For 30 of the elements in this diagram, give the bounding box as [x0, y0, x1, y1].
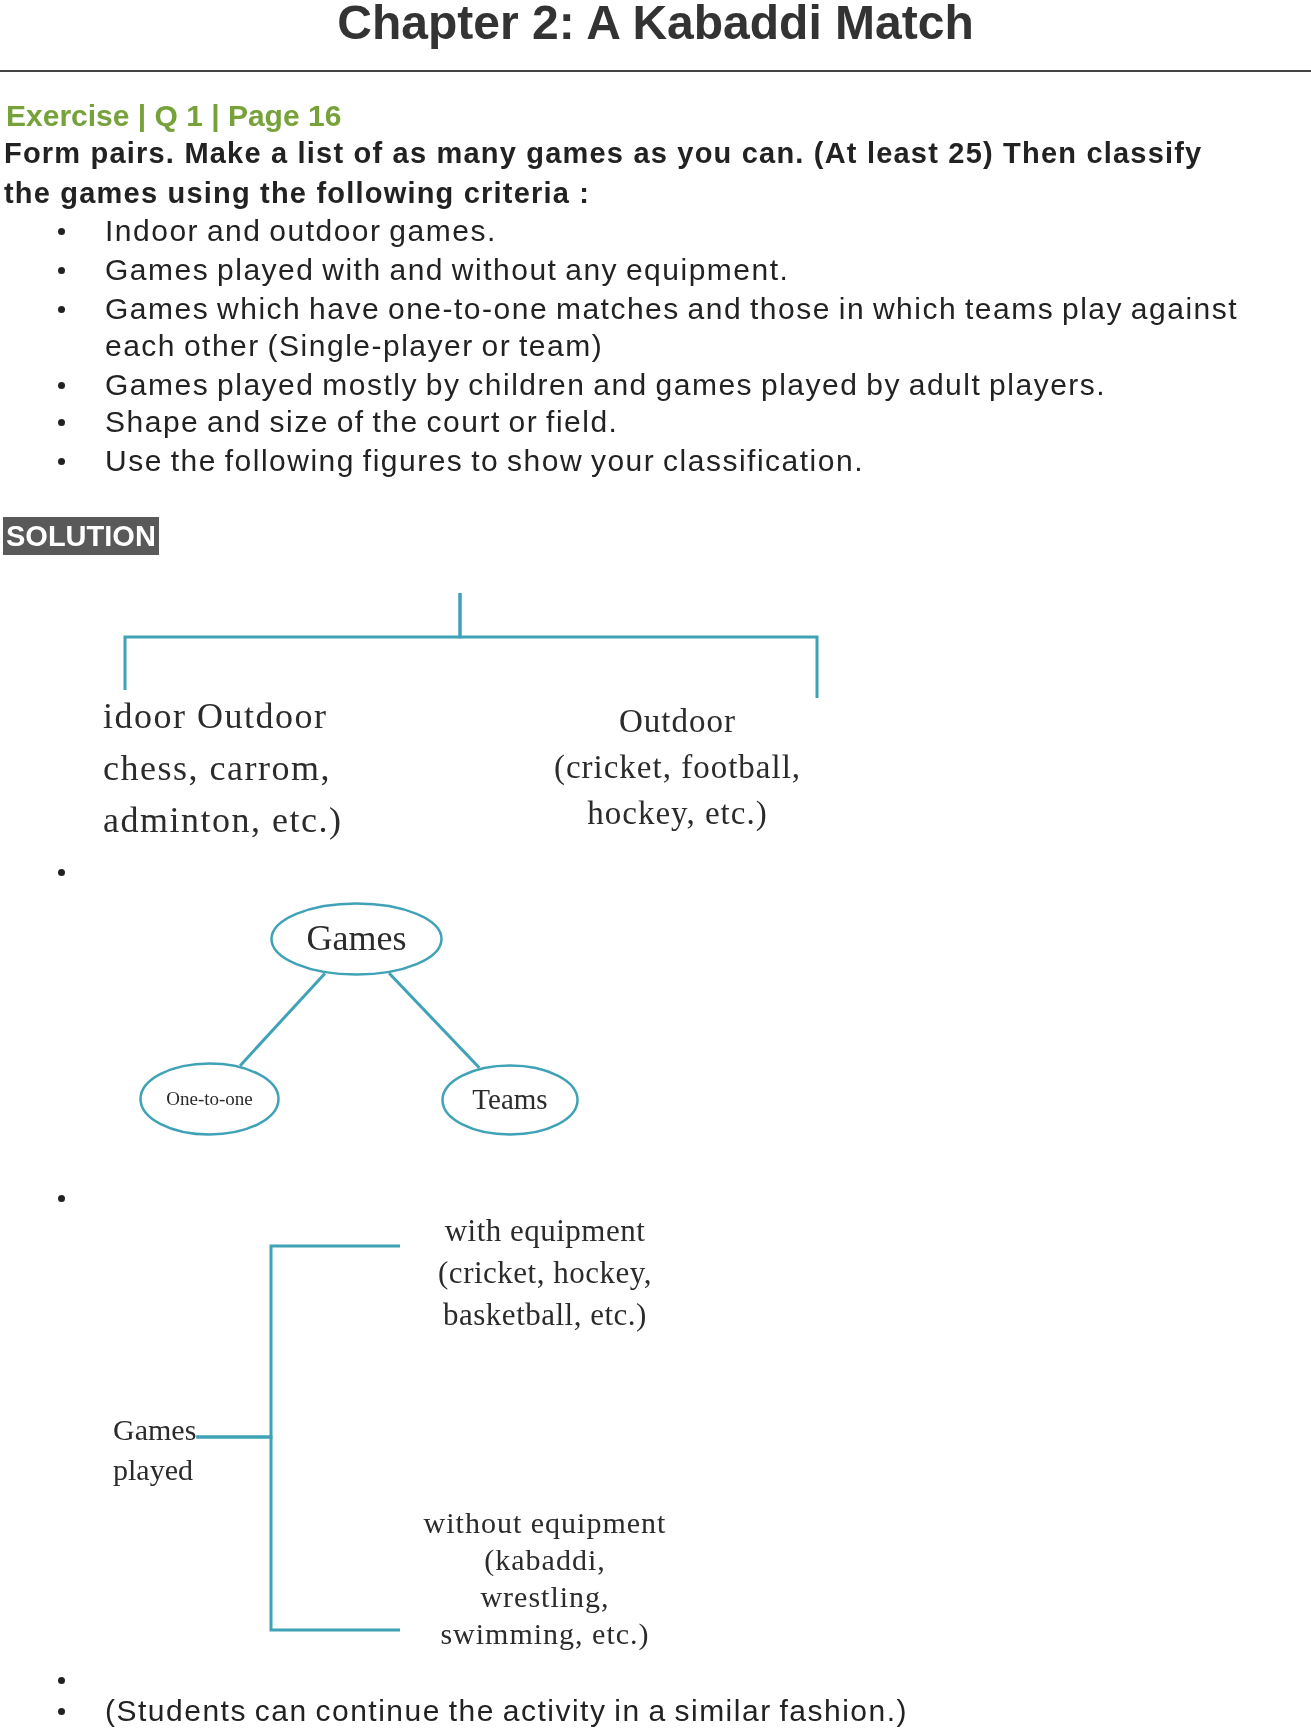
list-item-text: Games which have one-to-one matches and those in which teams play against each other (Single-player or team)	[105, 291, 1240, 364]
example-list: (cricket, hockey, basketball, etc.)	[400, 1252, 690, 1336]
oval-node	[139, 1062, 280, 1136]
node-label: Teams	[472, 1084, 548, 1116]
section-label: SOLUTION	[3, 517, 159, 555]
connector-line	[239, 972, 326, 1067]
exercise-reference: Exercise | Q 1 | Page 16	[6, 98, 342, 134]
category-heading: with equipment	[444, 1212, 646, 1250]
example-list: (kabaddi, wrestling, swimming, etc.)	[437, 1541, 653, 1652]
list-item-text: Games played mostly by children and games played by adult players.	[105, 367, 1108, 403]
connector-line	[196, 1435, 400, 1632]
node-label: Games played	[113, 1410, 197, 1490]
connector-line	[458, 593, 819, 698]
category-heading: Outdoor	[619, 702, 736, 741]
node-label: One-to-one	[166, 1088, 253, 1110]
list-item-text: (Students can continue the activity in a similar fashion.)	[105, 1693, 910, 1729]
example-list: chess, carrom, adminton, etc.)	[103, 742, 403, 846]
list-item-text: Use the following figures to show your classification.	[105, 443, 865, 479]
example-list: (cricket, football, hockey, etc.)	[535, 744, 820, 836]
list-item-text: Games played with and without any equipment.	[105, 252, 791, 288]
category-heading: idoor Outdoor	[103, 695, 328, 738]
node-label: Games	[306, 919, 407, 959]
category-heading: without equipment	[423, 1505, 667, 1541]
list-item-text: Indoor and outdoor games.	[105, 213, 498, 249]
connector-line	[388, 972, 481, 1069]
oval-node	[270, 902, 443, 976]
question-text: Form pairs. Make a list of as many games as you can. (At least 25) Then classify the games using the following criteria :	[4, 136, 1204, 211]
page-title: Chapter 2: A Kabaddi Match	[337, 0, 974, 47]
list-item-text: Shape and size of the court or field.	[105, 404, 620, 440]
oval-node	[441, 1064, 579, 1136]
